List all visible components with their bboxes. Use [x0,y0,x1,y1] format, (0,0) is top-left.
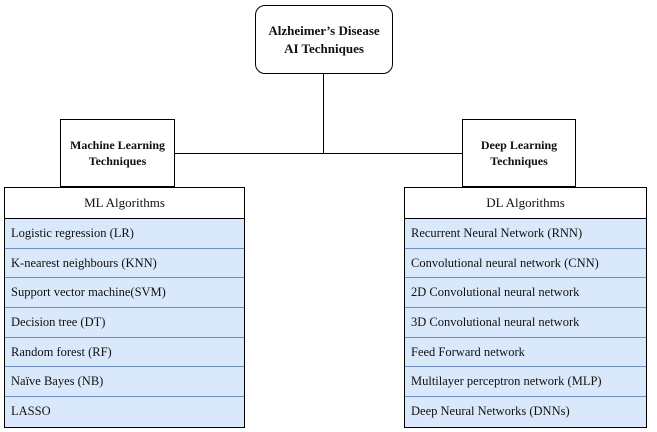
ml-title-line1: Machine Learning [70,138,165,152]
list-item: 3D Convolutional neural network [405,308,646,338]
ml-category-node: Machine Learning Techniques [60,119,175,187]
dl-algorithms-list: DL Algorithms Recurrent Neural Network (… [404,187,647,428]
list-item: Decision tree (DT) [5,308,244,338]
list-item: Recurrent Neural Network (RNN) [405,219,646,249]
list-item: Logistic regression (LR) [5,219,244,249]
root-node: Alzheimer’s Disease AI Techniques [255,5,393,74]
list-item: K-nearest neighbours (KNN) [5,248,244,279]
list-item: Random forest (RF) [5,337,244,368]
dl-list-header: DL Algorithms [405,188,646,219]
root-down-connector [323,74,324,153]
dl-title-line2: Techniques [490,154,548,168]
list-item: LASSO [5,397,244,427]
ml-list-header: ML Algorithms [5,188,244,219]
list-item: 2D Convolutional neural network [405,278,646,309]
list-item: Support vector machine(SVM) [5,278,244,309]
horizontal-connector [175,153,462,154]
root-title-line1: Alzheimer’s Disease [268,22,380,38]
list-item: Convolutional neural network (CNN) [405,248,646,279]
dl-category-node: Deep Learning Techniques [462,119,576,187]
ml-algorithms-list: ML Algorithms Logistic regression (LR) K… [4,187,245,428]
list-item: Feed Forward network [405,337,646,368]
ml-title-line2: Techniques [88,154,147,168]
list-item: Multilayer perceptron network (MLP) [405,367,646,398]
list-item: Deep Neural Networks (DNNs) [405,397,646,427]
list-item: Naïve Bayes (NB) [5,367,244,398]
root-title-line2: AI Techniques [284,40,364,56]
dl-title-line1: Deep Learning [480,138,558,152]
